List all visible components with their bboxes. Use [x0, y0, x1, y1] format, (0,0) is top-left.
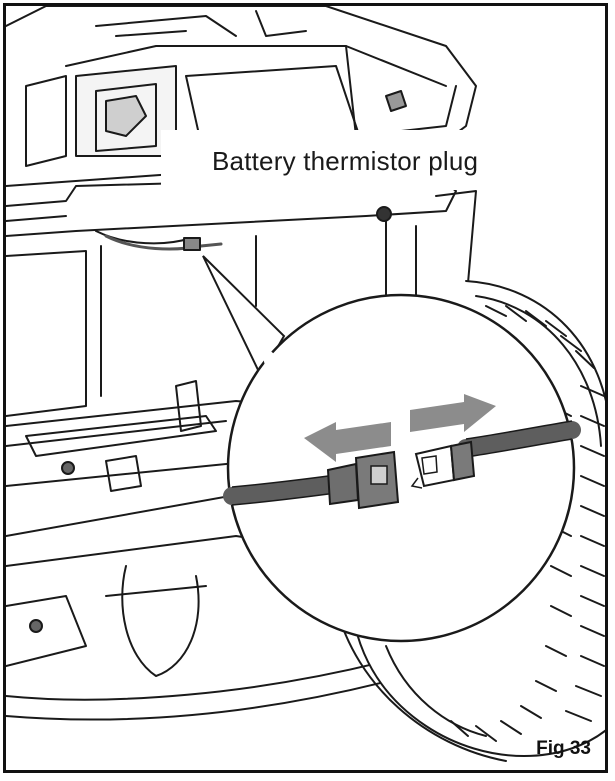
figure-number: Fig 33: [536, 738, 591, 759]
right-wire: [457, 421, 581, 457]
left-connector-plug: [326, 450, 400, 510]
callout-label: Battery thermistor plug: [212, 146, 479, 176]
arrow-right-icon: [410, 394, 496, 432]
figure-frame: Battery thermistor plug Fig 33: [3, 3, 608, 773]
frame-bar: [6, 175, 457, 245]
left-wire: [223, 475, 345, 505]
callout-label-box: [161, 130, 536, 190]
frame-supports: [6, 190, 477, 417]
mower-deck: [6, 380, 427, 721]
right-connector-socket: [410, 440, 476, 489]
arrow-left-icon: [304, 422, 391, 462]
magnified-view: [223, 293, 581, 643]
mower-rear-illustration: [6, 6, 605, 762]
thermistor-plug-small: [183, 237, 201, 251]
